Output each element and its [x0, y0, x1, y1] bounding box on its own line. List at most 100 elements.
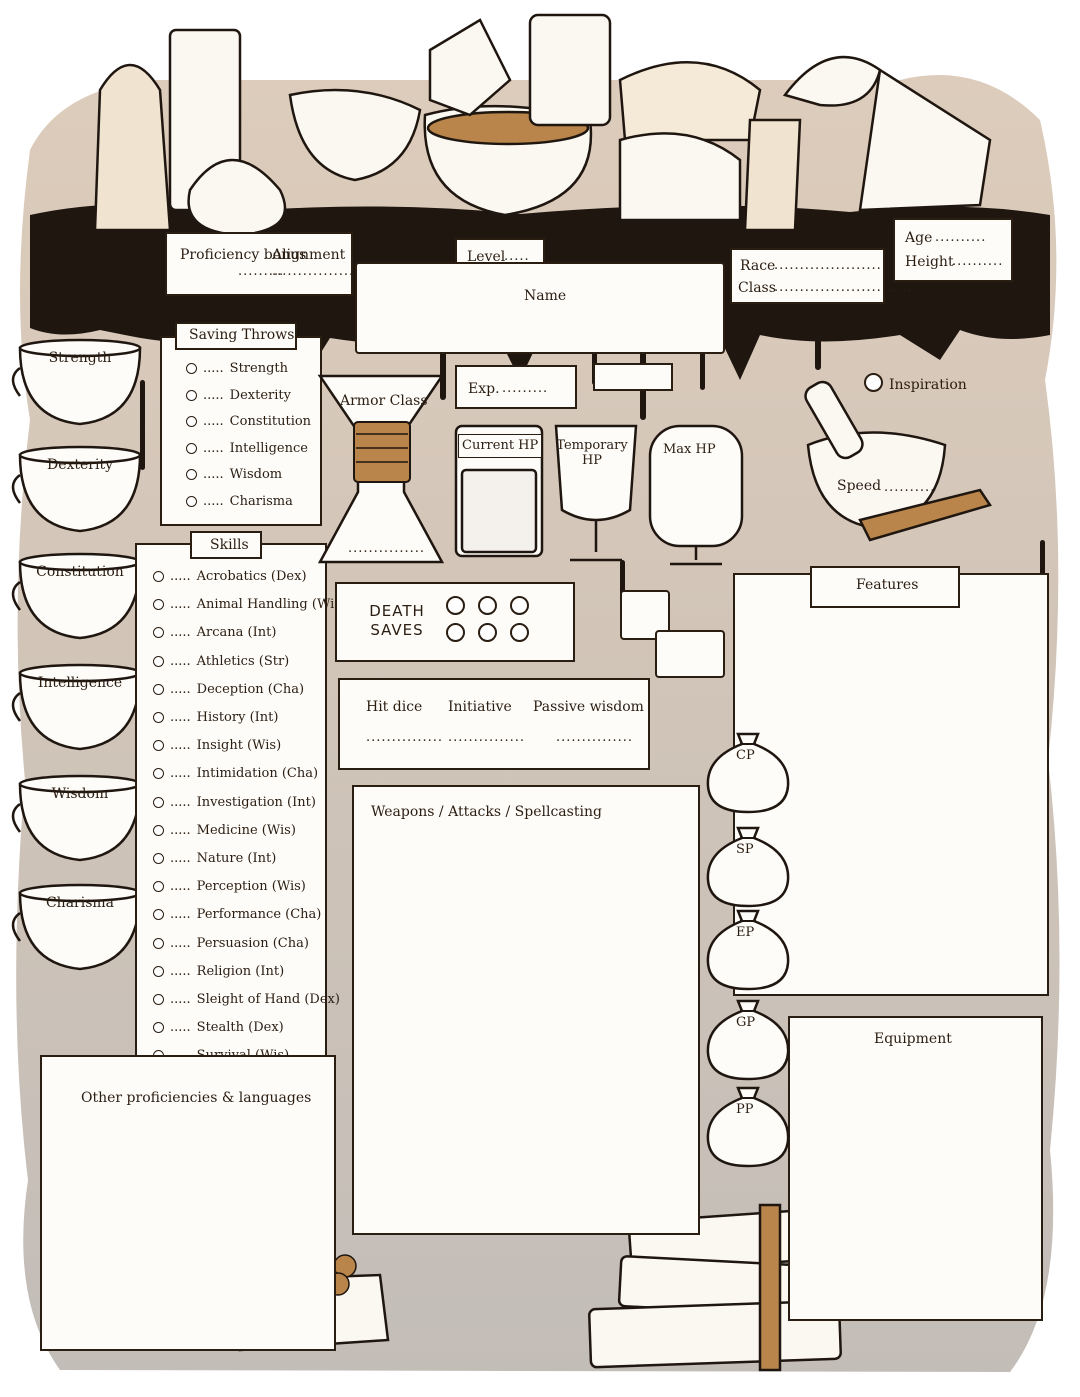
skill-checkbox[interactable]	[153, 768, 164, 780]
scroll-decoration	[620, 590, 670, 640]
saving-throw-row[interactable]: .....Charisma	[186, 494, 293, 509]
initiative-field[interactable]: ...............	[448, 730, 525, 745]
skill-row[interactable]: .....Deception (Cha)	[153, 682, 304, 697]
skill-label: Perception (Wis)	[196, 879, 306, 895]
level-field[interactable]: .....	[504, 249, 530, 264]
weapons-panel[interactable]	[352, 785, 700, 1235]
death-save-success-3[interactable]	[510, 596, 529, 615]
blank-tag-box	[593, 363, 673, 391]
other-proficiencies-panel[interactable]	[40, 1055, 336, 1351]
hit-dice-label: Hit dice	[366, 699, 423, 715]
class-field[interactable]: ...........................	[774, 280, 913, 295]
skill-label: Investigation (Int)	[196, 794, 316, 810]
skill-checkbox[interactable]	[153, 655, 164, 667]
skill-prefix: .....	[170, 766, 191, 782]
ability-constitution-score[interactable]	[40, 590, 120, 630]
skill-row[interactable]: .....Medicine (Wis)	[153, 823, 296, 838]
skill-checkbox[interactable]	[153, 740, 164, 752]
skill-row[interactable]: .....Nature (Int)	[153, 851, 276, 866]
skill-checkbox[interactable]	[153, 1022, 164, 1034]
ability-charisma-score[interactable]	[40, 921, 120, 961]
death-save-success-2[interactable]	[478, 596, 497, 615]
coin-bag-pp-icon	[706, 1086, 790, 1168]
saving-throw-checkbox[interactable]	[186, 442, 197, 454]
skill-row[interactable]: .....History (Int)	[153, 710, 278, 725]
coin-bag-cp-icon	[706, 732, 790, 814]
saving-throw-prefix: .....	[203, 467, 224, 483]
ability-dexterity-score[interactable]	[40, 483, 120, 523]
inspiration-row[interactable]: Inspiration	[864, 373, 967, 393]
ability-strength-score[interactable]	[40, 376, 120, 416]
age-field[interactable]: ..........	[935, 230, 987, 245]
skill-prefix: .....	[170, 1020, 191, 1036]
proficiency-field[interactable]: .........	[238, 264, 285, 279]
skill-row[interactable]: .....Performance (Cha)	[153, 907, 321, 922]
skill-row[interactable]: .....Investigation (Int)	[153, 795, 316, 810]
skill-row[interactable]: .....Acrobatics (Dex)	[153, 569, 307, 584]
saving-throw-row[interactable]: .....Intelligence	[186, 441, 308, 456]
skill-checkbox[interactable]	[153, 994, 164, 1005]
skill-label: Arcana (Int)	[196, 625, 277, 641]
ability-wisdom-score[interactable]	[40, 812, 120, 852]
exp-label: Exp.	[468, 381, 500, 397]
skill-checkbox[interactable]	[153, 627, 164, 639]
saving-throw-checkbox[interactable]	[186, 389, 197, 401]
skill-label: Nature (Int)	[196, 851, 277, 866]
coin-pp-label: PP	[736, 1102, 754, 1117]
skill-prefix: .....	[170, 625, 191, 641]
name-box[interactable]	[355, 262, 725, 354]
skill-prefix: .....	[170, 935, 191, 951]
saving-throw-checkbox[interactable]	[186, 416, 197, 428]
saving-throw-prefix: .....	[203, 440, 224, 456]
death-save-failure-1[interactable]	[446, 623, 465, 642]
death-save-failure-2[interactable]	[478, 623, 497, 642]
skill-label: Persuasion (Cha)	[196, 935, 309, 951]
skill-row[interactable]: .....Athletics (Str)	[153, 654, 289, 669]
skill-checkbox[interactable]	[153, 937, 164, 949]
skill-row[interactable]: .....Intimidation (Cha)	[153, 766, 318, 781]
skill-checkbox[interactable]	[153, 571, 164, 582]
passive-wisdom-field[interactable]: ...............	[556, 730, 633, 745]
skill-checkbox[interactable]	[153, 683, 164, 695]
skill-row[interactable]: .....Insight (Wis)	[153, 738, 281, 753]
saving-throw-checkbox[interactable]	[186, 496, 197, 507]
skill-checkbox[interactable]	[153, 712, 164, 723]
equipment-panel[interactable]	[788, 1016, 1043, 1321]
skill-row[interactable]: .....Stealth (Dex)	[153, 1020, 284, 1035]
saving-throw-row[interactable]: .....Dexterity	[186, 388, 291, 403]
hit-dice-field[interactable]: ...............	[366, 730, 443, 745]
skill-checkbox[interactable]	[153, 965, 164, 977]
death-save-failure-3[interactable]	[510, 623, 529, 642]
skill-label: Athletics (Str)	[196, 653, 290, 669]
saving-throw-prefix: .....	[203, 414, 224, 430]
skill-checkbox[interactable]	[153, 796, 164, 808]
height-field[interactable]: ..........	[952, 254, 1004, 269]
race-field[interactable]: ............................	[774, 258, 918, 273]
skill-label: Insight (Wis)	[196, 738, 282, 754]
exp-field[interactable]: .........	[502, 381, 549, 396]
skill-row[interactable]: ..... Persuasion (Cha)	[153, 936, 309, 951]
inspiration-checkbox[interactable]	[864, 373, 883, 392]
speed-field[interactable]: ..........	[884, 480, 936, 495]
skill-checkbox[interactable]	[153, 853, 164, 864]
skill-row[interactable]: .....Perception (Wis)	[153, 879, 306, 894]
skill-checkbox[interactable]	[153, 599, 164, 611]
saving-throw-checkbox[interactable]	[186, 469, 197, 481]
saving-throw-row[interactable]: .....Wisdom	[186, 467, 282, 482]
saving-throw-row[interactable]: .....Strength	[186, 361, 288, 376]
alignment-field[interactable]: ..................	[272, 264, 365, 279]
skill-checkbox[interactable]	[153, 824, 164, 836]
skill-checkbox[interactable]	[153, 881, 164, 893]
skill-label: Acrobatics (Dex)	[196, 569, 307, 584]
ability-intelligence-score[interactable]	[40, 701, 120, 741]
armor-class-field[interactable]: ...............	[348, 541, 425, 556]
saving-throw-row[interactable]: .....Constitution	[186, 414, 311, 429]
death-save-success-1[interactable]	[446, 596, 465, 615]
skill-row[interactable]: .....Sleight of Hand (Dex)	[153, 992, 340, 1007]
saving-throw-checkbox[interactable]	[186, 363, 197, 374]
skill-row[interactable]: .....Religion (Int)	[153, 964, 284, 979]
skill-row[interactable]: .....Animal Handling (Wis)	[153, 597, 346, 612]
skill-row[interactable]: ..... Arcana (Int)	[153, 625, 276, 640]
saving-throw-label: Charisma	[229, 494, 293, 509]
skill-checkbox[interactable]	[153, 909, 164, 921]
